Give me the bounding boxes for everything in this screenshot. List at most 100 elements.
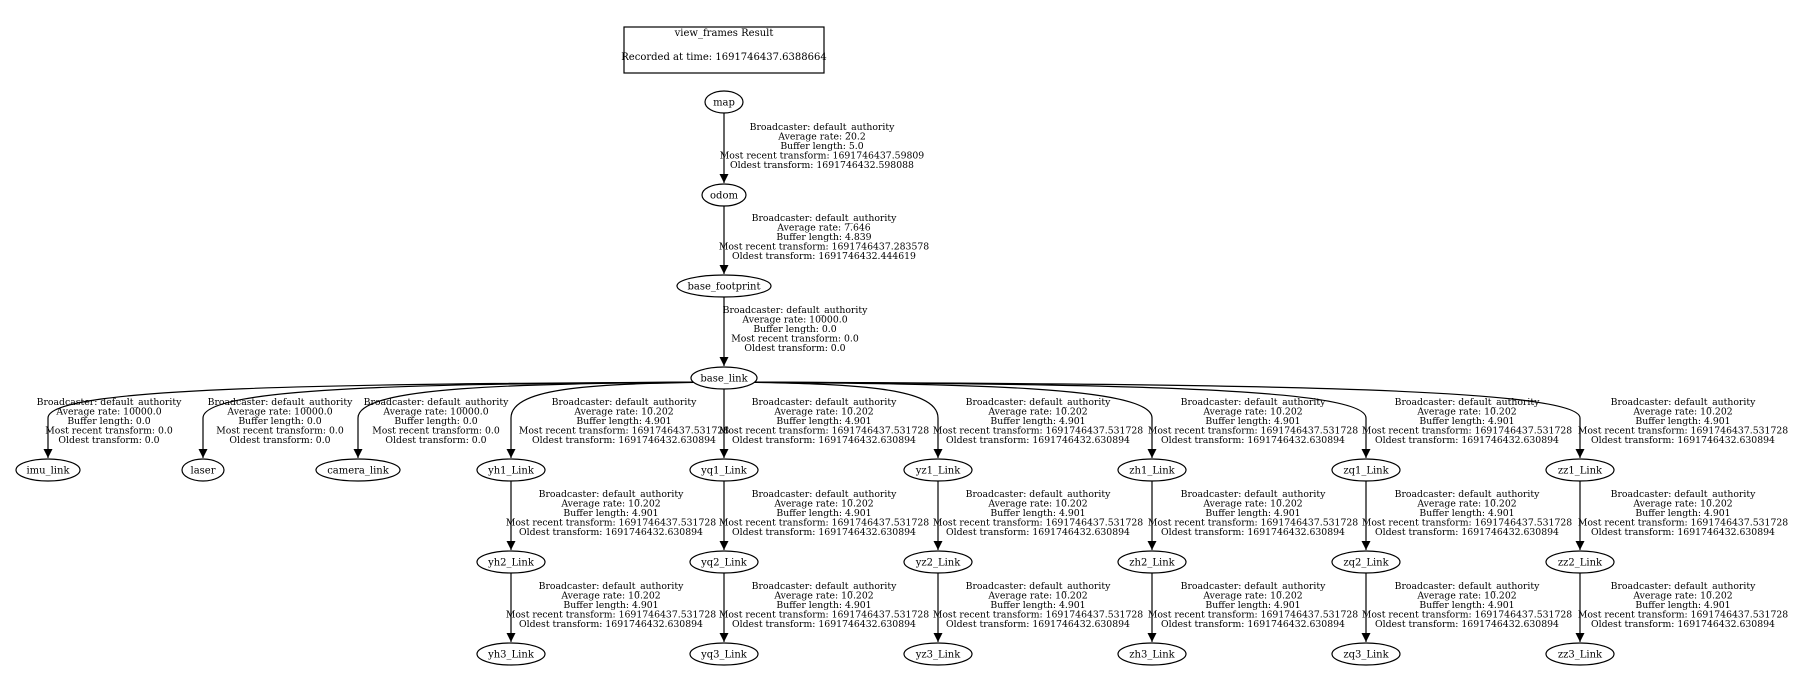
frame-node-yz1-link[interactable]: yz1_Link (903, 458, 973, 482)
frame-node-yh3-link[interactable]: yh3_Link (476, 642, 546, 666)
frame-node-label: yz3_Link (915, 650, 962, 661)
edge-label-line: Average rate: 10.202 (1202, 407, 1302, 418)
frame-node-yz3-link[interactable]: yz3_Link (903, 642, 973, 666)
frame-node-ellipse (701, 183, 747, 207)
frame-node-zz1-link[interactable]: zz1_Link (1545, 458, 1615, 482)
edge-label-line: Most recent transform: 1691746437.531728 (933, 610, 1143, 621)
edge-label-line: Oldest transform: 0.0 (744, 343, 845, 354)
edge-label-line: Broadcaster: default_authority (37, 397, 182, 408)
frame-node-zz2-link[interactable]: zz2_Link (1545, 550, 1615, 574)
edge-label-line: Broadcaster: default_authority (723, 305, 868, 316)
frame-node-odom[interactable]: odom (701, 183, 747, 207)
edge-label-line: Average rate: 10000.0 (382, 407, 488, 418)
frame-node-label: zq2_Link (1343, 558, 1389, 569)
edge-label-line: Buffer length: 0.0 (753, 324, 836, 335)
edge-label-line: Buffer length: 4.901 (990, 600, 1085, 611)
frame-node-label: yz1_Link (915, 466, 962, 477)
frame-node-laser[interactable]: laser (181, 458, 225, 482)
edge-label-line: Buffer length: 4.901 (990, 416, 1085, 427)
edge-arrow (506, 381, 713, 458)
edge-label-line: Most recent transform: 1691746437.531728 (1362, 426, 1572, 437)
edge-label-line: Oldest transform: 1691746432.630894 (1375, 619, 1559, 630)
edge-label-line: Broadcaster: default_authority (539, 581, 684, 592)
edge-label-line: Most recent transform: 1691746437.531728 (1578, 426, 1788, 437)
frame-node-label: yh2_Link (487, 558, 535, 569)
frame-node-yz2-link[interactable]: yz2_Link (903, 550, 973, 574)
edge-label-line: Buffer length: 4.901 (1205, 416, 1300, 427)
frame-node-ellipse (689, 458, 759, 482)
edge-label-line: Buffer length: 4.901 (1635, 508, 1730, 519)
frame-node-ellipse (903, 642, 973, 666)
frame-node-base-footprint[interactable]: base_footprint (676, 274, 772, 298)
edge-label-line: Oldest transform: 1691746432.630894 (532, 435, 716, 446)
frame-node-map[interactable]: map (704, 90, 744, 114)
frame-node-zz3-link[interactable]: zz3_Link (1545, 642, 1615, 666)
edge-label-line: Oldest transform: 1691746432.598088 (730, 160, 914, 171)
edge-label-line: Buffer length: 4.901 (990, 508, 1085, 519)
edge-label-line: Oldest transform: 0.0 (229, 435, 330, 446)
frame-node-yh2-link[interactable]: yh2_Link (476, 550, 546, 574)
edge-label-line: Average rate: 10.202 (987, 499, 1087, 510)
frame-node-ellipse (1117, 642, 1187, 666)
edge-label-line: Broadcaster: default_authority (1611, 489, 1756, 500)
frame-node-zq3-link[interactable]: zq3_Link (1331, 642, 1401, 666)
frame-node-zh2-link[interactable]: zh2_Link (1117, 550, 1187, 574)
edge-label-line: Most recent transform: 1691746437.531728 (1578, 610, 1788, 621)
frame-node-ellipse (1117, 458, 1187, 482)
edge-label-line: Buffer length: 4.901 (1205, 508, 1300, 519)
frame-node-ellipse (1331, 642, 1401, 666)
edge-label-line: Broadcaster: default_authority (752, 397, 897, 408)
edge-label-line: Average rate: 10.202 (987, 591, 1087, 602)
edge-label-line: Most recent transform: 1691746437.531728 (506, 518, 716, 529)
edge-label-line: Broadcaster: default_authority (966, 581, 1111, 592)
edge-label-line: Buffer length: 4.901 (1419, 600, 1514, 611)
frame-node-zh1-link[interactable]: zh1_Link (1117, 458, 1187, 482)
edge-label-line: Average rate: 10.202 (773, 407, 873, 418)
edge-label-line: Buffer length: 4.901 (776, 416, 871, 427)
nodes-layer: map odom base_footprint base_link imu_link la… (15, 90, 1615, 666)
edge-label-line: Average rate: 10.202 (1416, 591, 1516, 602)
edge-label-line: Most recent transform: 1691746437.531728 (933, 518, 1143, 529)
edge-label-line: Oldest transform: 0.0 (58, 435, 159, 446)
edge-label-line: Most recent transform: 0.0 (372, 426, 500, 437)
edge-label-line: Average rate: 7.646 (776, 223, 870, 234)
edge-label-line: Most recent transform: 1691746437.531728 (1578, 518, 1788, 529)
edge-label-line: Oldest transform: 1691746432.444619 (732, 251, 916, 262)
edge-label-line: Most recent transform: 1691746437.283578 (719, 242, 929, 253)
frame-node-zq1-link[interactable]: zq1_Link (1331, 458, 1401, 482)
frame-node-yh1-link[interactable]: yh1_Link (476, 458, 546, 482)
frame-node-label: base_footprint (687, 282, 760, 293)
edge-label-line: Broadcaster: default_authority (966, 489, 1111, 500)
frame-node-label: yh1_Link (487, 466, 535, 477)
frame-node-yq1-link[interactable]: yq1_Link (689, 458, 759, 482)
edge-label-line: Oldest transform: 1691746432.630894 (1375, 435, 1559, 446)
edge-label-line: Average rate: 10000.0 (226, 407, 332, 418)
edge-label-line: Average rate: 10.202 (1202, 499, 1302, 510)
frame-node-camera-link[interactable]: camera_link (315, 458, 401, 482)
frame-node-label: imu_link (26, 466, 70, 477)
edge-label-line: Buffer length: 4.901 (563, 508, 658, 519)
frame-node-zq2-link[interactable]: zq2_Link (1331, 550, 1401, 574)
frame-node-label: zz2_Link (1558, 558, 1603, 569)
edge-label-line: Most recent transform: 0.0 (731, 334, 859, 345)
edge-label-line: Oldest transform: 1691746432.630894 (1161, 619, 1345, 630)
frame-node-yq3-link[interactable]: yq3_Link (689, 642, 759, 666)
frame-node-ellipse (1331, 458, 1401, 482)
edge-label-line: Broadcaster: default_authority (552, 397, 697, 408)
frame-node-zh3-link[interactable]: zh3_Link (1117, 642, 1187, 666)
edge-label-line: Broadcaster: default_authority (539, 489, 684, 500)
frame-node-base-link[interactable]: base_link (690, 366, 758, 390)
edge-label-line: Broadcaster: default_authority (966, 397, 1111, 408)
frame-node-yq2-link[interactable]: yq2_Link (689, 550, 759, 574)
frame-node-imu-link[interactable]: imu_link (15, 458, 81, 482)
frame-node-ellipse (476, 458, 546, 482)
